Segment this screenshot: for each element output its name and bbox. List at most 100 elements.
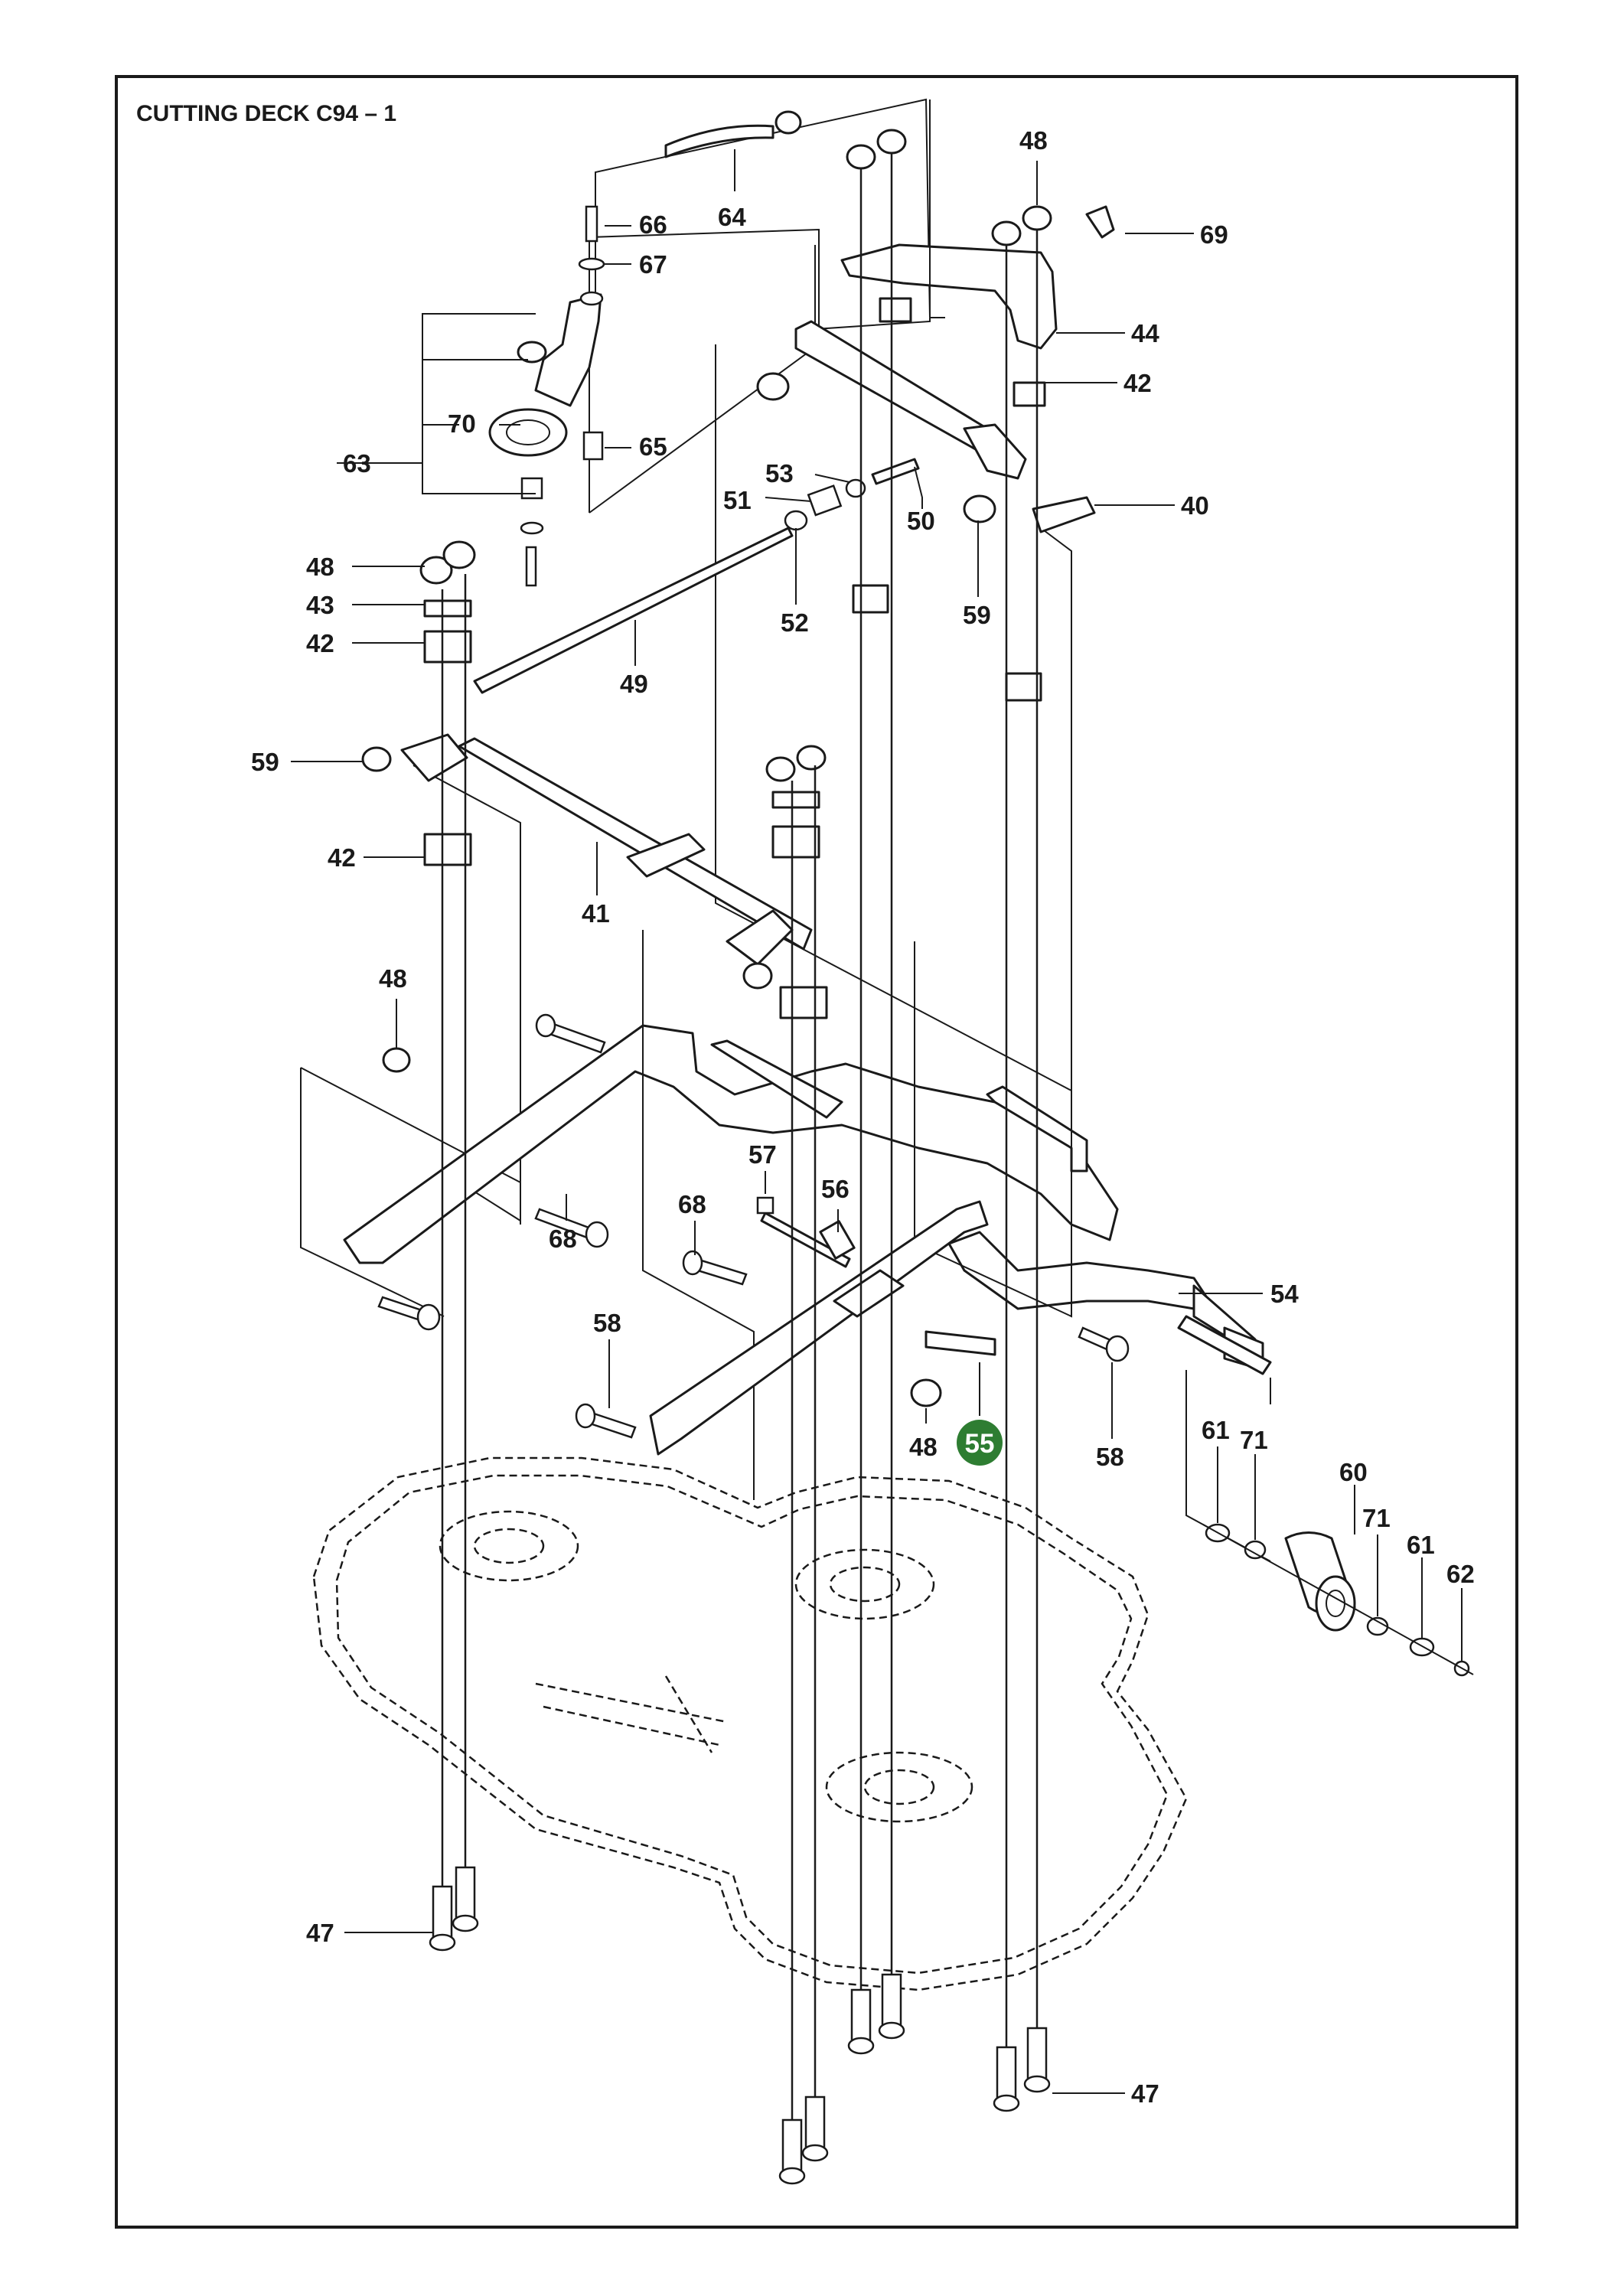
threaded-rod-50 bbox=[871, 458, 920, 485]
bolt-47-center-b bbox=[804, 2095, 826, 2152]
callout-44: 44 bbox=[1131, 319, 1159, 347]
front-lever-left bbox=[400, 733, 468, 782]
clamp-42-left bbox=[423, 630, 472, 664]
nut-52 bbox=[784, 510, 808, 531]
callout-59-right: 59 bbox=[963, 601, 991, 629]
callout-63: 63 bbox=[343, 449, 371, 478]
nut-59-left bbox=[361, 746, 392, 772]
spring-hook bbox=[774, 110, 802, 135]
callout-48-left: 48 bbox=[306, 553, 334, 581]
callout-69: 69 bbox=[1200, 220, 1228, 249]
clamp-right bbox=[1013, 381, 1046, 407]
callout-70: 70 bbox=[448, 409, 476, 438]
shaft-lever bbox=[963, 423, 1027, 480]
callout-68-mid: 68 bbox=[678, 1190, 706, 1218]
callout-52: 52 bbox=[781, 608, 809, 637]
long-bolts bbox=[429, 129, 1052, 2185]
shaft-pin bbox=[1032, 496, 1096, 533]
callout-47-left: 47 bbox=[306, 1919, 334, 1947]
spacer-51 bbox=[807, 484, 843, 517]
bolt-58-left-head bbox=[575, 1403, 596, 1429]
callout-54: 54 bbox=[1270, 1280, 1299, 1308]
callout-55-highlight bbox=[957, 1420, 1003, 1466]
nut-shaft bbox=[756, 372, 790, 401]
lift-arm-bracket bbox=[840, 243, 1058, 350]
front-shaft-arm bbox=[626, 833, 706, 878]
spring bbox=[664, 124, 774, 158]
bolt-47-center-b-head bbox=[801, 2144, 829, 2162]
gauge-wheel-assembly bbox=[1185, 1370, 1474, 1677]
spindle-left-hub bbox=[473, 1528, 545, 1564]
bearing-71-b bbox=[1366, 1616, 1389, 1636]
main-frame bbox=[343, 1024, 1119, 1264]
right-lift-arm bbox=[814, 99, 1115, 407]
left-frame-plane-b bbox=[300, 1067, 521, 1225]
callout-42-right: 42 bbox=[1123, 369, 1152, 397]
pin-55 bbox=[925, 1330, 996, 1356]
callout-60: 60 bbox=[1339, 1458, 1368, 1486]
callout-62: 62 bbox=[1446, 1560, 1475, 1588]
lower-arm-plane-b bbox=[914, 941, 1072, 1318]
callout-58-left: 58 bbox=[593, 1309, 621, 1337]
left-frame-plane bbox=[300, 1068, 445, 1317]
nut-top-c bbox=[991, 220, 1022, 246]
rear-link bbox=[947, 1231, 1211, 1310]
bolt-47-right-b bbox=[1026, 2027, 1048, 2083]
rear-shaft bbox=[715, 320, 1096, 1092]
left-hanger-stack bbox=[419, 540, 828, 1019]
bolt-47-left-b bbox=[455, 1866, 476, 1923]
callout-53: 53 bbox=[765, 459, 794, 488]
rod-49 bbox=[473, 527, 794, 694]
clamp-center-low bbox=[779, 986, 828, 1019]
bolt-68-mid-head bbox=[682, 1250, 703, 1276]
adjustment-rod bbox=[473, 458, 920, 694]
lift-frame bbox=[300, 1024, 1257, 1356]
callout-61-a: 61 bbox=[1202, 1416, 1230, 1444]
lower-arm-bar bbox=[649, 1200, 989, 1456]
deck-outer bbox=[312, 1456, 1188, 1991]
callout-48-low: 48 bbox=[909, 1433, 938, 1461]
deck-x-brace bbox=[535, 1675, 728, 1753]
nut-top-a bbox=[846, 144, 876, 170]
pivot-pin bbox=[710, 1039, 843, 1119]
wheel-axis bbox=[1202, 1524, 1474, 1675]
bolt-lower-left-head bbox=[416, 1303, 441, 1331]
callout-47-right: 47 bbox=[1131, 2079, 1159, 2108]
washer-lower bbox=[520, 521, 544, 535]
spacer bbox=[579, 291, 604, 306]
spring-rod bbox=[760, 1212, 851, 1268]
pulley bbox=[488, 408, 568, 457]
bolt-47-left-b-head bbox=[452, 1914, 479, 1932]
callout-71-a: 71 bbox=[1240, 1426, 1268, 1454]
spindle-left bbox=[439, 1510, 579, 1582]
callout-41: 41 bbox=[582, 899, 610, 928]
frame-handle bbox=[986, 1085, 1088, 1172]
callout-50: 50 bbox=[907, 507, 935, 535]
bolts bbox=[377, 1013, 1130, 1439]
bolt-47-rear-b-head bbox=[878, 2021, 905, 2040]
callout-59-left: 59 bbox=[251, 748, 279, 776]
clamp-low bbox=[1005, 672, 1042, 702]
callout-64: 64 bbox=[718, 203, 746, 231]
diagram-title: CUTTING DECK C94 – 1 bbox=[136, 101, 396, 126]
spindle-center bbox=[794, 1548, 935, 1620]
nut bbox=[517, 341, 547, 364]
clamp-mid bbox=[852, 584, 889, 614]
callout-65: 65 bbox=[639, 432, 667, 461]
tension-arm-assembly bbox=[488, 98, 945, 587]
spindle-center-hub bbox=[829, 1566, 901, 1603]
bolt-47-center-a bbox=[781, 2118, 803, 2175]
bolt-47-left-a bbox=[432, 1885, 453, 1942]
bolt-47-right-a bbox=[996, 2046, 1017, 2102]
wheel-60-face bbox=[1315, 1575, 1356, 1632]
callout-58-right: 58 bbox=[1096, 1443, 1124, 1471]
nut-48-b bbox=[442, 540, 476, 569]
callout-42-mid: 42 bbox=[328, 843, 356, 872]
nut-59-right bbox=[963, 494, 996, 523]
nut-48-mid bbox=[382, 1047, 411, 1073]
callouts: 64 66 67 70 63 65 48 69 44 42 40 53 51 5… bbox=[251, 126, 1475, 2108]
lower-arm-plane bbox=[642, 930, 755, 1500]
nut-front bbox=[742, 962, 773, 990]
bolt-58-right-head bbox=[1105, 1335, 1130, 1362]
callout-40: 40 bbox=[1181, 491, 1209, 520]
